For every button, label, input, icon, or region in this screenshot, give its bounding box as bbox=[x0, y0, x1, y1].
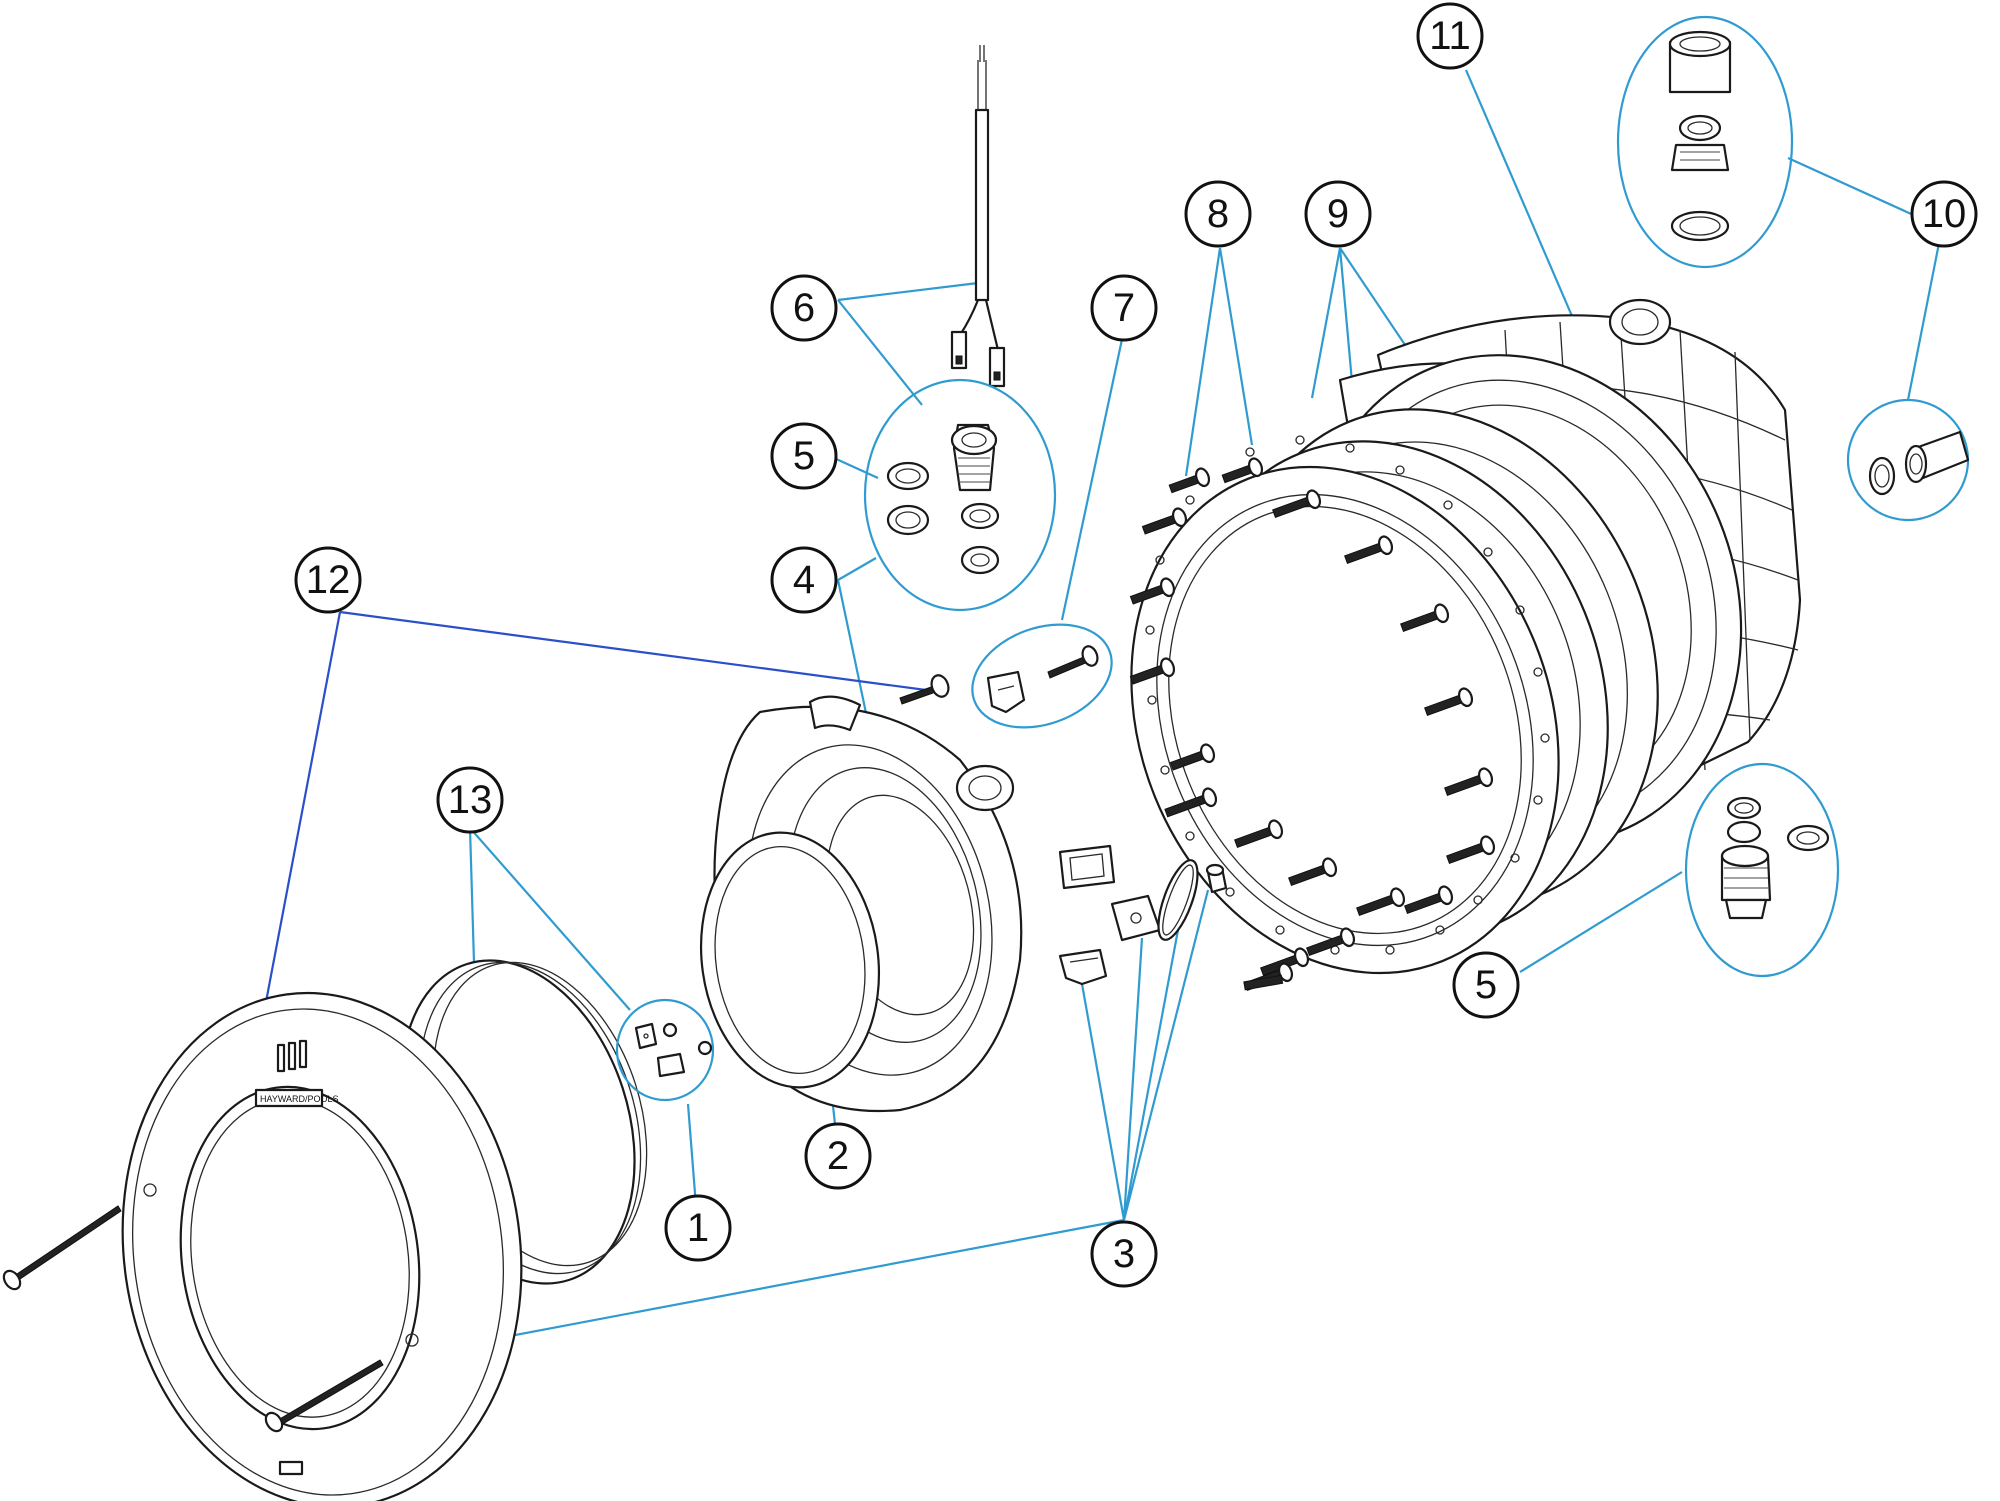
leader-3-nipple bbox=[1122, 889, 1210, 1221]
callout-label: 7 bbox=[1113, 286, 1135, 330]
callout-7: 7 bbox=[1090, 274, 1158, 342]
leader-8-a bbox=[1184, 247, 1222, 477]
callout-label: 3 bbox=[1113, 1232, 1135, 1276]
callout-label: 11 bbox=[1429, 14, 1471, 58]
callout-label: 4 bbox=[793, 558, 815, 602]
leader-5-bottom bbox=[1519, 871, 1683, 973]
trim-screws bbox=[2, 1205, 384, 1433]
clamp-detail bbox=[971, 623, 1113, 729]
callout-label: 10 bbox=[1922, 192, 1967, 236]
lamp-terminal-kit-detail bbox=[615, 998, 715, 1102]
leader-1 bbox=[686, 1103, 698, 1207]
callout-9: 9 bbox=[1304, 180, 1372, 248]
callout-label: 12 bbox=[306, 558, 351, 602]
leader-5-top bbox=[833, 456, 879, 480]
callout-label: 1 bbox=[687, 1206, 709, 1250]
callout-label: 8 bbox=[1207, 192, 1229, 236]
callout-6: 6 bbox=[770, 274, 838, 342]
callout-12: 12 bbox=[294, 546, 362, 614]
conduit-fitting-detail-top bbox=[1616, 15, 1794, 269]
callout-10: 10 bbox=[1910, 180, 1978, 248]
leader-3-block bbox=[1122, 937, 1144, 1221]
leader-9-b bbox=[1338, 247, 1354, 383]
leader-7 bbox=[1060, 329, 1126, 621]
leader-6-gland bbox=[837, 299, 923, 406]
leader-11 bbox=[1464, 69, 1580, 331]
power-cable bbox=[950, 45, 1006, 388]
nameplate bbox=[254, 1088, 324, 1108]
seal-ring bbox=[699, 831, 881, 1089]
leader-10-bottom bbox=[1906, 227, 1944, 401]
leader-8-b bbox=[1218, 247, 1254, 446]
callout-label: 5 bbox=[793, 434, 815, 478]
callout-1: 1 bbox=[664, 1194, 732, 1262]
flange-screws bbox=[1129, 457, 1496, 992]
cable-gland-kit-detail bbox=[863, 378, 1057, 612]
nameplate-text: HAYWARD/POOLS bbox=[260, 1094, 339, 1104]
callout-13: 13 bbox=[436, 766, 504, 834]
callout-5-top: 5 bbox=[770, 422, 838, 490]
leader-4-gland bbox=[837, 557, 877, 581]
callout-label: 13 bbox=[448, 778, 493, 822]
leader-13-kit bbox=[469, 827, 631, 1011]
callout-2: 2 bbox=[804, 1122, 872, 1190]
screw-12 bbox=[899, 674, 950, 705]
callout-label: 6 bbox=[793, 286, 815, 330]
callout-8: 8 bbox=[1184, 180, 1252, 248]
callout-label: 5 bbox=[1475, 963, 1497, 1007]
small-hardware bbox=[1058, 859, 1228, 986]
leader-6-cable bbox=[837, 281, 979, 302]
callout-4: 4 bbox=[770, 546, 838, 614]
callout-5-bottom: 5 bbox=[1452, 951, 1520, 1019]
leader-12-trim bbox=[256, 611, 342, 1045]
callouts: 1 2 3 4 5 5 6 7 8 9 10 11 12 13 bbox=[294, 2, 1978, 1288]
callout-11: 11 bbox=[1416, 2, 1484, 70]
leader-3-oring bbox=[1122, 929, 1180, 1221]
callout-label: 2 bbox=[827, 1134, 849, 1178]
gland-kit-detail-bottom bbox=[1684, 762, 1840, 978]
callout-3: 3 bbox=[1090, 1220, 1158, 1288]
conduit-fitting-detail-side bbox=[1846, 398, 1970, 522]
callout-label: 9 bbox=[1327, 192, 1349, 236]
leader-3-clip bbox=[1080, 983, 1126, 1221]
leader-9-a bbox=[1310, 247, 1342, 399]
trim-faceplate: HAYWARD/POOLS bbox=[121, 991, 523, 1501]
leader-12-screw bbox=[339, 610, 927, 692]
